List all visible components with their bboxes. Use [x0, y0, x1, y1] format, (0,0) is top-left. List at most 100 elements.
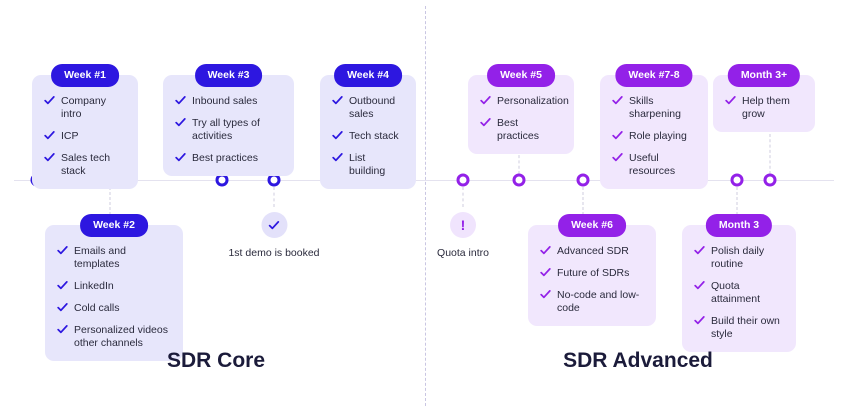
- check-icon: [175, 95, 186, 106]
- card-list-item: Tech stack: [332, 130, 404, 143]
- connector-line: [462, 187, 464, 207]
- check-icon: [540, 289, 551, 300]
- milestone-label: Quota intro: [437, 247, 489, 259]
- milestone-quota-intro: ! Quota intro: [437, 212, 489, 260]
- check-icon: [332, 130, 343, 141]
- card-list-item-text: Best practices: [497, 117, 540, 142]
- card-list-item-text: Polish daily routine: [711, 245, 765, 270]
- card-list-item: Advanced SDR: [540, 245, 644, 258]
- check-icon: [175, 117, 186, 128]
- check-icon: [261, 212, 287, 238]
- connector-line: [769, 134, 771, 174]
- connector-line: [736, 187, 738, 215]
- card-list-item-text: Build their own style: [711, 315, 780, 340]
- card-list-item-text: No-code and low-code: [557, 289, 640, 314]
- check-icon: [540, 267, 551, 278]
- card-list-item-text: Cold calls: [74, 302, 120, 314]
- card-list-item: Useful resources: [612, 152, 696, 178]
- card-list-item: No-code and low-code: [540, 289, 644, 315]
- milestone-card-month-3-plus: Month 3+ Help them grow: [713, 64, 815, 132]
- card-list-item-text: Skills sharpening: [629, 95, 681, 120]
- card-list-item: Best practices: [175, 152, 282, 165]
- card-list-item-text: Inbound sales: [192, 95, 258, 107]
- card-list-item-text: Best practices: [192, 152, 258, 164]
- card-list-item-text: ICP: [61, 130, 79, 142]
- timeline-dot[interactable]: [730, 173, 744, 187]
- card-list-item: Company intro: [44, 95, 126, 121]
- check-icon: [332, 152, 343, 163]
- check-icon: [44, 152, 55, 163]
- connector-line: [109, 187, 111, 215]
- check-icon: [57, 245, 68, 256]
- card-list-item-text: Emails and templates: [74, 245, 126, 270]
- card-list-item: Build their own style: [694, 315, 784, 341]
- milestone-label: 1st demo is booked: [228, 247, 320, 259]
- card-pill-label[interactable]: Week #6: [558, 214, 626, 237]
- card-list-item-text: Sales tech stack: [61, 152, 111, 177]
- check-icon: [480, 117, 491, 128]
- timeline-dot[interactable]: [456, 173, 470, 187]
- card-pill-label[interactable]: Week #5: [487, 64, 555, 87]
- card-list-item-text: Help them grow: [742, 95, 790, 120]
- card-list-item: Help them grow: [725, 95, 803, 121]
- connector-line: [518, 134, 520, 174]
- check-icon: [694, 280, 705, 291]
- card-list-item: Role playing: [612, 130, 696, 143]
- card-list-item: Best practices: [480, 117, 562, 143]
- card-pill-label[interactable]: Week #7-8: [615, 64, 693, 87]
- card-pill-label[interactable]: Week #1: [51, 64, 119, 87]
- card-list-item-text: Try all types of activities: [192, 117, 260, 142]
- card-pill-label[interactable]: Month 3+: [727, 64, 801, 87]
- check-icon: [332, 95, 343, 106]
- timeline-dot[interactable]: [512, 173, 526, 187]
- check-icon: [480, 95, 491, 106]
- connector-line: [582, 187, 584, 215]
- timeline-dot[interactable]: [576, 173, 590, 187]
- check-icon: [540, 245, 551, 256]
- check-icon: [57, 280, 68, 291]
- card-list-item: Cold calls: [57, 302, 171, 315]
- check-icon: [612, 152, 623, 163]
- exclamation-icon: !: [449, 212, 476, 238]
- card-list-item: Polish daily routine: [694, 245, 784, 271]
- check-icon: [725, 95, 736, 106]
- connector-line: [273, 187, 275, 207]
- card-list-item: Personalized videos other channels: [57, 324, 171, 350]
- card-list-item-text: Tech stack: [349, 130, 399, 142]
- card-list-item-text: Quota attainment: [711, 280, 761, 305]
- card-list-item-text: LinkedIn: [74, 280, 114, 292]
- check-icon: [612, 95, 623, 106]
- card-list-item: Try all types of activities: [175, 117, 282, 143]
- timeline-dot[interactable]: [763, 173, 777, 187]
- card-list-item-text: Useful resources: [629, 152, 676, 177]
- card-list-item: LinkedIn: [57, 280, 171, 293]
- card-list-item: Quota attainment: [694, 280, 784, 306]
- check-icon: [694, 245, 705, 256]
- check-icon: [694, 315, 705, 326]
- timeline-axis: [14, 180, 834, 181]
- card-list-item-text: Advanced SDR: [557, 245, 629, 257]
- check-icon: [175, 152, 186, 163]
- card-list-item: Inbound sales: [175, 95, 282, 108]
- card-list-item: List building: [332, 152, 404, 178]
- card-pill-label[interactable]: Week #3: [194, 64, 263, 87]
- check-icon: [44, 130, 55, 141]
- card-list-item-text: Company intro: [61, 95, 106, 120]
- card-pill-label[interactable]: Week #2: [80, 214, 148, 237]
- card-list-item-text: Personalized videos other channels: [74, 324, 168, 349]
- check-icon: [612, 130, 623, 141]
- card-pill-label[interactable]: Month 3: [705, 214, 773, 237]
- milestone-first-demo: 1st demo is booked: [228, 212, 320, 260]
- card-pill-label[interactable]: Week #4: [334, 64, 402, 87]
- card-list-item-text: Role playing: [629, 130, 687, 142]
- card-list-item: Sales tech stack: [44, 152, 126, 178]
- card-list-item-text: Personalization: [497, 95, 569, 107]
- check-icon: [44, 95, 55, 106]
